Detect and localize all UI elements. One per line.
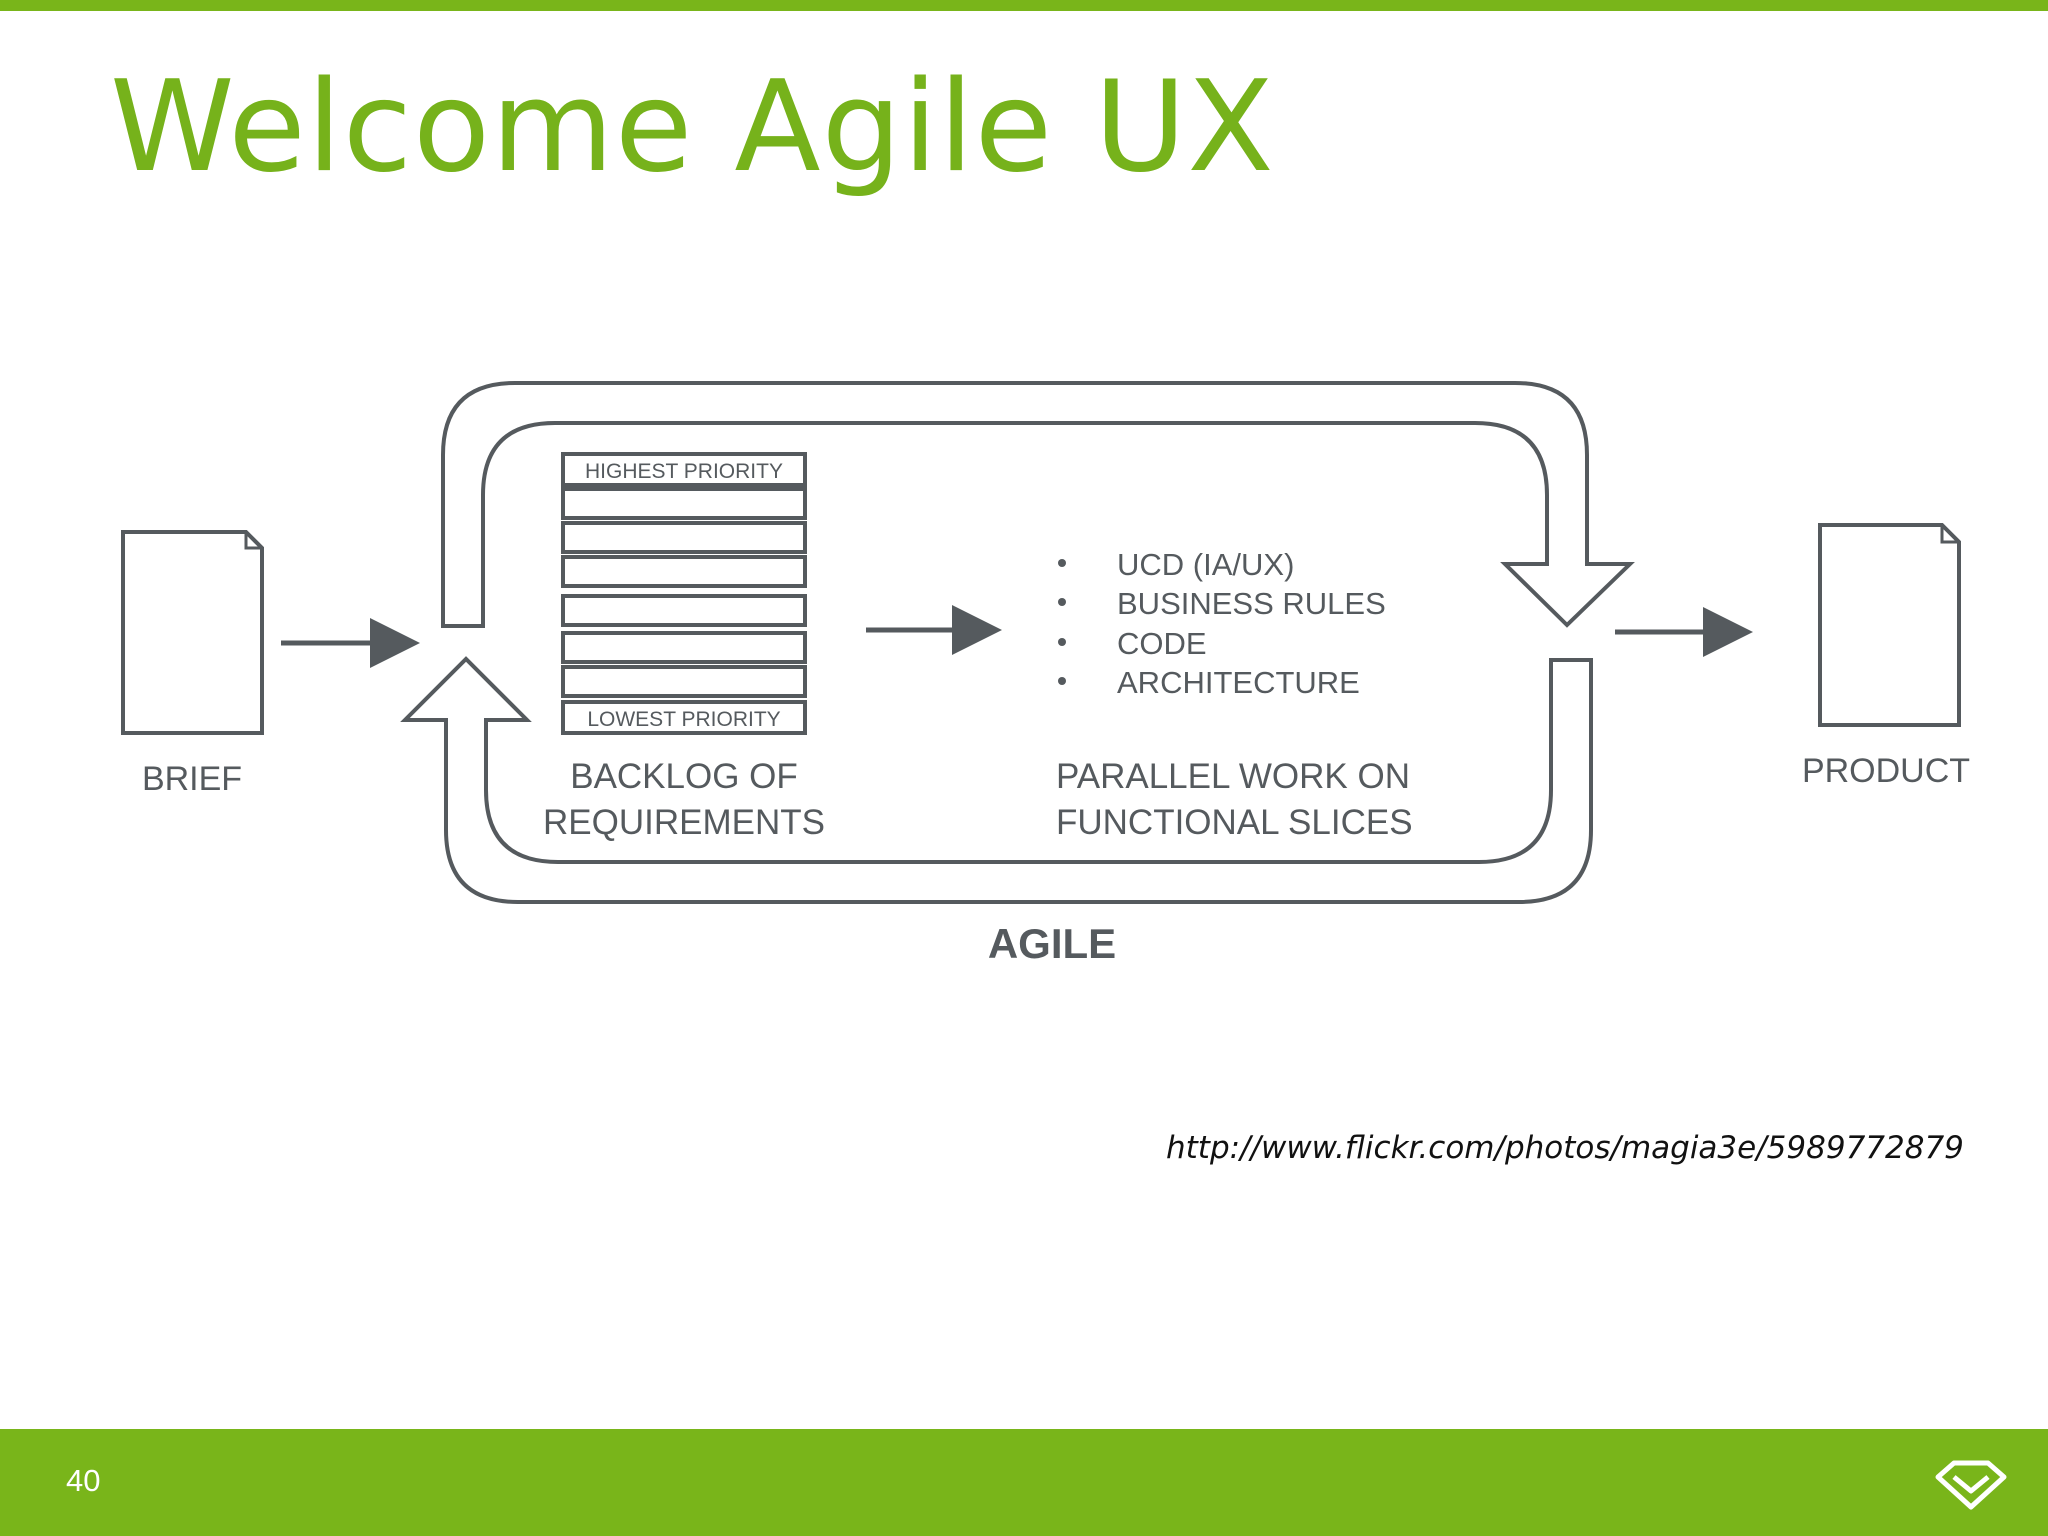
work-item: BUSINESS RULES [1117, 586, 1386, 621]
backlog-item [561, 631, 807, 664]
parallel-work-label-line1: PARALLEL WORK ON [1056, 757, 1410, 796]
product-label: PRODUCT [1802, 752, 1970, 790]
bullet-dot [1058, 638, 1066, 646]
bullet-dot [1058, 559, 1066, 567]
parallel-work-label-line2: FUNCTIONAL SLICES [1056, 803, 1413, 842]
slide-title: Welcome Agile UX [110, 53, 1275, 200]
backlog-label-line1: BACKLOG OF [570, 757, 798, 796]
backlog-label-line2: REQUIREMENTS [543, 803, 825, 842]
source-link[interactable]: http://www.flickr.com/photos/magia3e/598… [1166, 1130, 1964, 1166]
parallel-work-list: UCD (IA/UX) BUSINESS RULES CODE ARCHITEC… [1058, 547, 1386, 700]
brand-logo-icon [1935, 1460, 2007, 1510]
page-number: 40 [66, 1463, 101, 1498]
backlog-item [561, 521, 807, 554]
brief-document-icon [121, 530, 264, 735]
backlog-item [561, 665, 807, 698]
backlog-highest-label: HIGHEST PRIORITY [585, 460, 783, 483]
backlog-stack [561, 452, 807, 735]
brief-label: BRIEF [142, 760, 242, 798]
backlog-item [561, 555, 807, 588]
work-item: UCD (IA/UX) [1117, 547, 1294, 582]
agile-cycle-label: AGILE [988, 920, 1116, 967]
footer-bar: 40 [0, 1429, 2048, 1536]
backlog-item-highest [561, 452, 807, 487]
work-item: CODE [1117, 626, 1207, 661]
top-accent-bar [0, 0, 2048, 11]
bullet-dot [1058, 677, 1066, 685]
backlog-item [561, 594, 807, 627]
backlog-item-lowest [561, 700, 807, 735]
agile-loop-return [400, 656, 1593, 904]
product-document-icon [1818, 523, 1961, 727]
bullet-dot [1058, 598, 1066, 606]
backlog-item [561, 487, 807, 520]
backlog-lowest-label: LOWEST PRIORITY [587, 708, 780, 731]
work-item: ARCHITECTURE [1117, 665, 1360, 700]
agile-loop-outer [441, 381, 1635, 628]
